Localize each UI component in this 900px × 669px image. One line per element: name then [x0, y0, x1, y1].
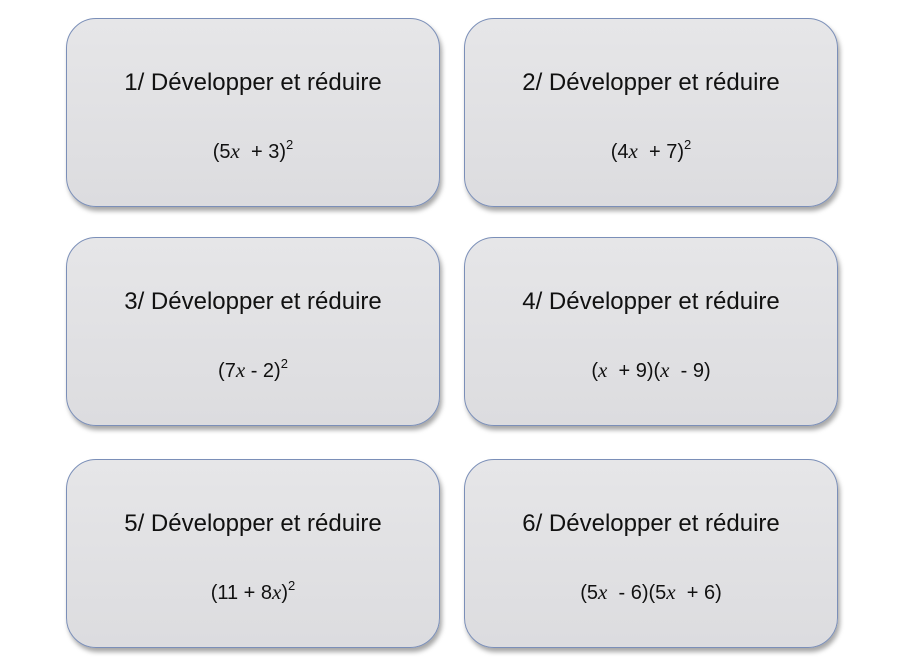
exercise-expression: (11 + 8x)2	[210, 578, 296, 604]
exercise-card-4: 4/ Développer et réduire (x + 9)(x - 9)	[464, 237, 838, 426]
exercise-title: 1/ Développer et réduire	[124, 69, 382, 96]
exercise-expression: (7x - 2)2	[218, 356, 288, 382]
exercise-expression: (5x - 6)(5x + 6)	[580, 580, 722, 604]
exercise-title: 6/ Développer et réduire	[522, 510, 780, 537]
exercise-card-5: 5/ Développer et réduire (11 + 8x)2	[66, 459, 440, 648]
exercise-title: 5/ Développer et réduire	[124, 510, 382, 537]
exercise-title: 4/ Développer et réduire	[522, 288, 780, 315]
exercise-expression: (4x + 7)2	[610, 137, 692, 163]
exercise-title: 2/ Développer et réduire	[522, 69, 780, 96]
exercise-expression: (5x + 3)2	[212, 137, 294, 163]
exercise-card-2: 2/ Développer et réduire (4x + 7)2	[464, 18, 838, 207]
exercise-card-3: 3/ Développer et réduire (7x - 2)2	[66, 237, 440, 426]
exercise-card-6: 6/ Développer et réduire (5x - 6)(5x + 6…	[464, 459, 838, 648]
exercise-expression: (x + 9)(x - 9)	[591, 358, 711, 382]
exercise-card-1: 1/ Développer et réduire (5x + 3)2	[66, 18, 440, 207]
exercise-title: 3/ Développer et réduire	[124, 288, 382, 315]
